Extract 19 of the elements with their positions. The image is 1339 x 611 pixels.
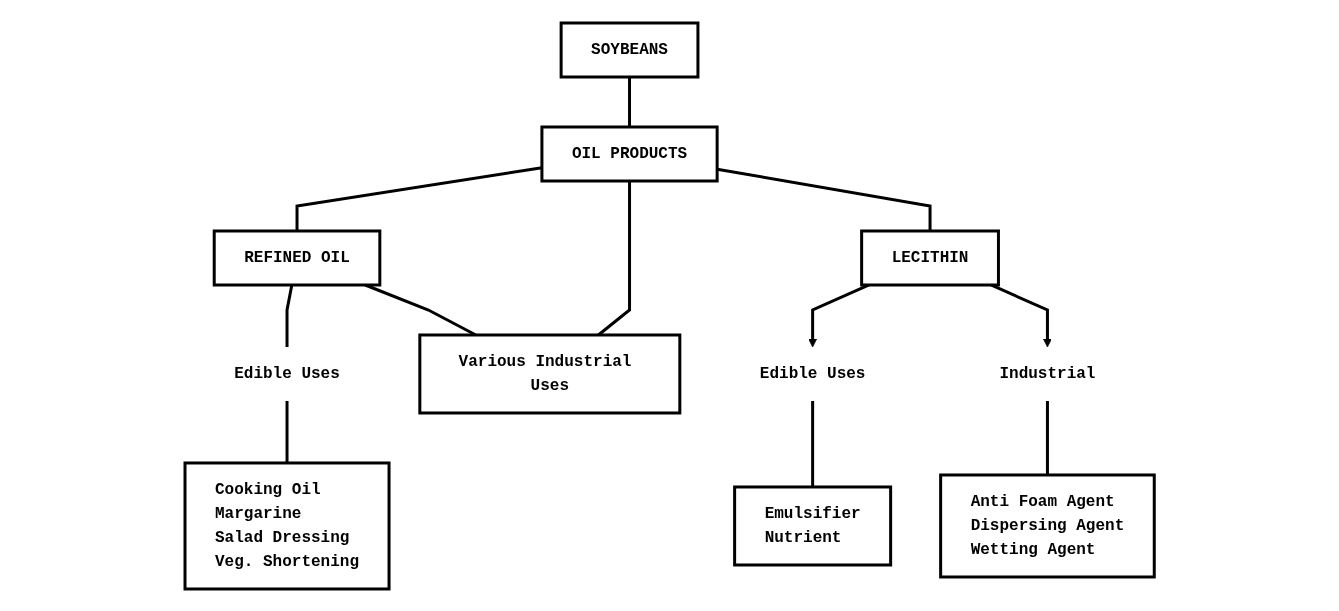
- arrow: [990, 283, 1052, 347]
- node-box: Various Industrial Uses: [418, 333, 682, 414]
- node-text: Edible Uses: [759, 364, 866, 383]
- connector: [285, 284, 294, 347]
- node-box: REFINED OIL: [212, 229, 382, 286]
- connector: [811, 400, 814, 487]
- connector: [295, 165, 542, 231]
- node-box: Cooking Oil Margarine Salad Dressing Veg. Shortening: [183, 461, 391, 590]
- connector: [627, 76, 631, 127]
- node-text: Industrial: [999, 364, 1096, 383]
- node-box: SOYBEANS: [559, 21, 700, 78]
- node-box: OIL PRODUCTS: [540, 125, 719, 182]
- connector: [1045, 400, 1049, 475]
- node-box: Anti Foam Agent Dispersing Agent Wetting Agent: [939, 473, 1156, 578]
- node-text: Edible Uses: [234, 364, 340, 383]
- connector: [285, 400, 289, 463]
- arrow: [808, 283, 870, 347]
- node-box: LECITHIN: [860, 229, 1000, 286]
- node-box: Emulsifier Nutrient: [733, 485, 892, 566]
